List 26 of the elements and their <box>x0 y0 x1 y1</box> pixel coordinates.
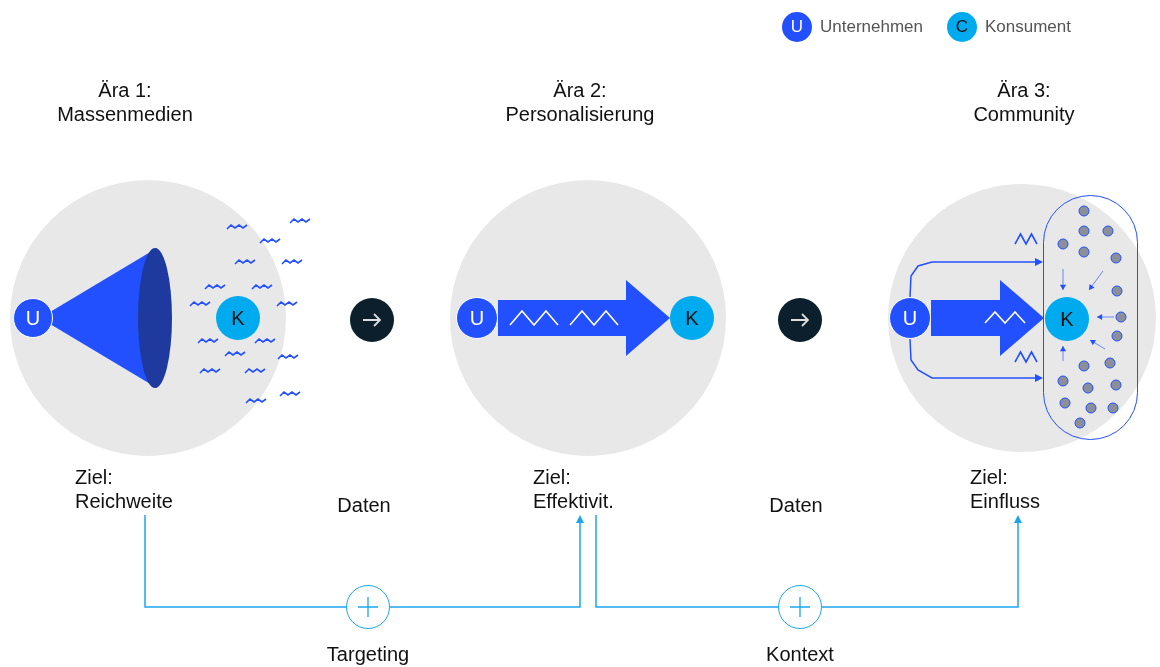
era-heading: Ära 1: Massenmedien <box>56 78 194 126</box>
caption-text: Kontext <box>765 642 835 666</box>
legend-swatch: U <box>782 12 812 42</box>
arrow <box>389 515 584 608</box>
data-label: Daten <box>336 493 392 517</box>
connector-line <box>144 514 347 608</box>
arrow <box>909 338 1043 382</box>
era-heading: Ära 2: Personalisierung <box>504 78 656 126</box>
goal-text: Ziel: Reichweite <box>75 465 174 513</box>
connector-line <box>595 514 779 608</box>
era-heading: Ära 3: Community <box>972 78 1076 126</box>
plus-circle <box>346 585 390 629</box>
goal-text: Ziel: Einfluss <box>970 465 1042 513</box>
data-label: Daten <box>768 493 824 517</box>
arrow-button <box>350 298 394 342</box>
plus-circle <box>778 585 822 629</box>
arrow <box>909 258 1043 298</box>
legend-text: Unternehmen <box>820 17 923 37</box>
goal-text: Ziel: Effektivit. <box>533 465 615 513</box>
block-arrow <box>931 280 1044 356</box>
block-arrow <box>498 280 670 356</box>
caption-text: Targeting <box>325 642 411 666</box>
arrow <box>821 515 1022 608</box>
arrow-button <box>778 298 822 342</box>
legend-swatch: C <box>947 12 977 42</box>
legend-text: Konsument <box>985 17 1071 37</box>
